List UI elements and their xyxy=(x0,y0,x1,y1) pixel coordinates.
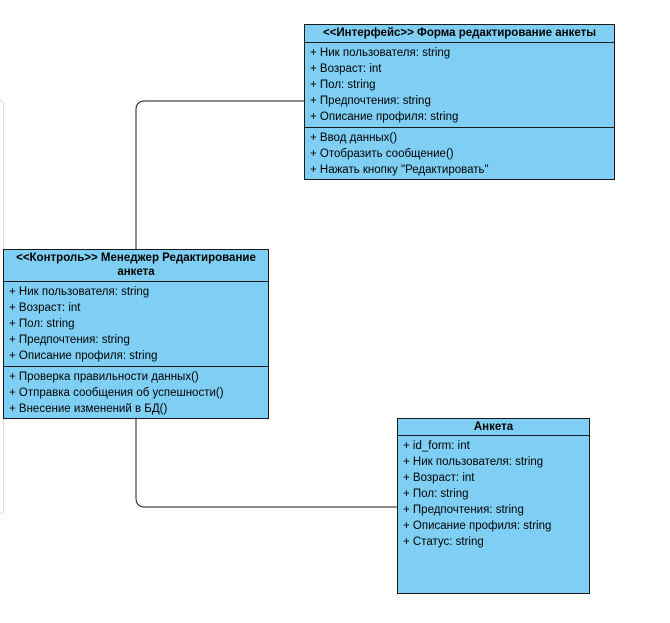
connector-manager-to-anketa[interactable] xyxy=(135,419,397,508)
attribute-row: + Ник пользователя: string xyxy=(9,286,150,298)
attribute-row: + Статус: string xyxy=(403,536,484,548)
methods-section: + Ввод данных() + Отобразить сообщение()… xyxy=(305,128,614,180)
attribute-row: + Возраст: int xyxy=(9,302,81,314)
class-title: <<Контроль>> Менеджер Редактирование анк… xyxy=(4,250,268,282)
attribute-row: + Ник пользователя: string xyxy=(310,47,451,59)
class-form-edit-interface[interactable]: <<Интерфейс>> Форма редактирование анкет… xyxy=(304,24,615,180)
methods-section: + Проверка правильности данных() + Отпра… xyxy=(4,367,268,419)
class-title: Анкета xyxy=(398,419,589,436)
attribute-row: + Пол: string xyxy=(9,318,75,330)
attribute-row: + Предпочтения: string xyxy=(310,95,431,107)
class-title: <<Интерфейс>> Форма редактирование анкет… xyxy=(305,25,614,43)
attribute-row: + Возраст: int xyxy=(403,472,475,484)
attribute-row: + Описание профиля: string xyxy=(403,520,552,532)
method-row: + Отобразить сообщение() xyxy=(310,148,454,160)
attributes-section: + Ник пользователя: string + Возраст: in… xyxy=(305,43,614,128)
attribute-row: + Описание профиля: string xyxy=(310,111,459,123)
attribute-row: + Описание профиля: string xyxy=(9,350,158,362)
method-row: + Ввод данных() xyxy=(310,132,398,144)
class-edit-manager-control[interactable]: <<Контроль>> Менеджер Редактирование анк… xyxy=(3,249,269,419)
attribute-row: + Пол: string xyxy=(403,488,469,500)
method-row: + Отправка сообщения об успешности() xyxy=(9,387,224,399)
method-row: + Проверка правильности данных() xyxy=(9,371,199,383)
attribute-row: + id_form: int xyxy=(403,440,470,452)
method-row: + Внесение изменений в БД() xyxy=(9,403,168,415)
attributes-section: + Ник пользователя: string + Возраст: in… xyxy=(4,282,268,367)
attribute-row: + Ник пользователя: string xyxy=(403,456,544,468)
method-row: + Нажать кнопку "Редактировать" xyxy=(310,164,489,176)
attributes-section: + id_form: int + Ник пользователя: strin… xyxy=(398,436,589,552)
attribute-row: + Пол: string xyxy=(310,79,376,91)
attribute-row: + Возраст: int xyxy=(310,63,382,75)
attribute-row: + Предпочтения: string xyxy=(9,334,130,346)
class-anketa-entity[interactable]: Анкета + id_form: int + Ник пользователя… xyxy=(397,418,590,594)
connector-manager-to-form[interactable] xyxy=(135,100,304,249)
attribute-row: + Предпочтения: string xyxy=(403,504,524,516)
